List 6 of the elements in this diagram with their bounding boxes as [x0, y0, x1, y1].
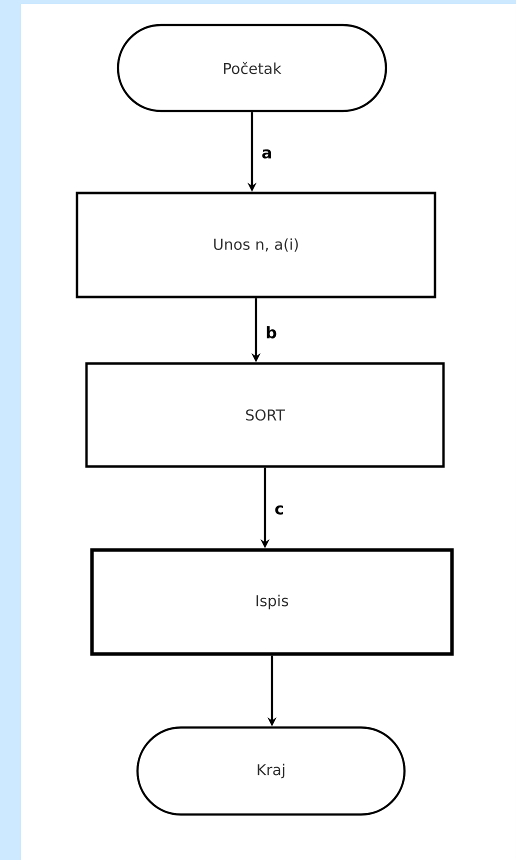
edge-label: c [275, 505, 283, 515]
process-box: Ispis [90, 548, 454, 656]
edge-label: b [266, 326, 276, 338]
process-box: SORT [85, 362, 445, 468]
edge-label: a [262, 149, 272, 159]
process-box: Unos n, a(i) [76, 192, 436, 298]
